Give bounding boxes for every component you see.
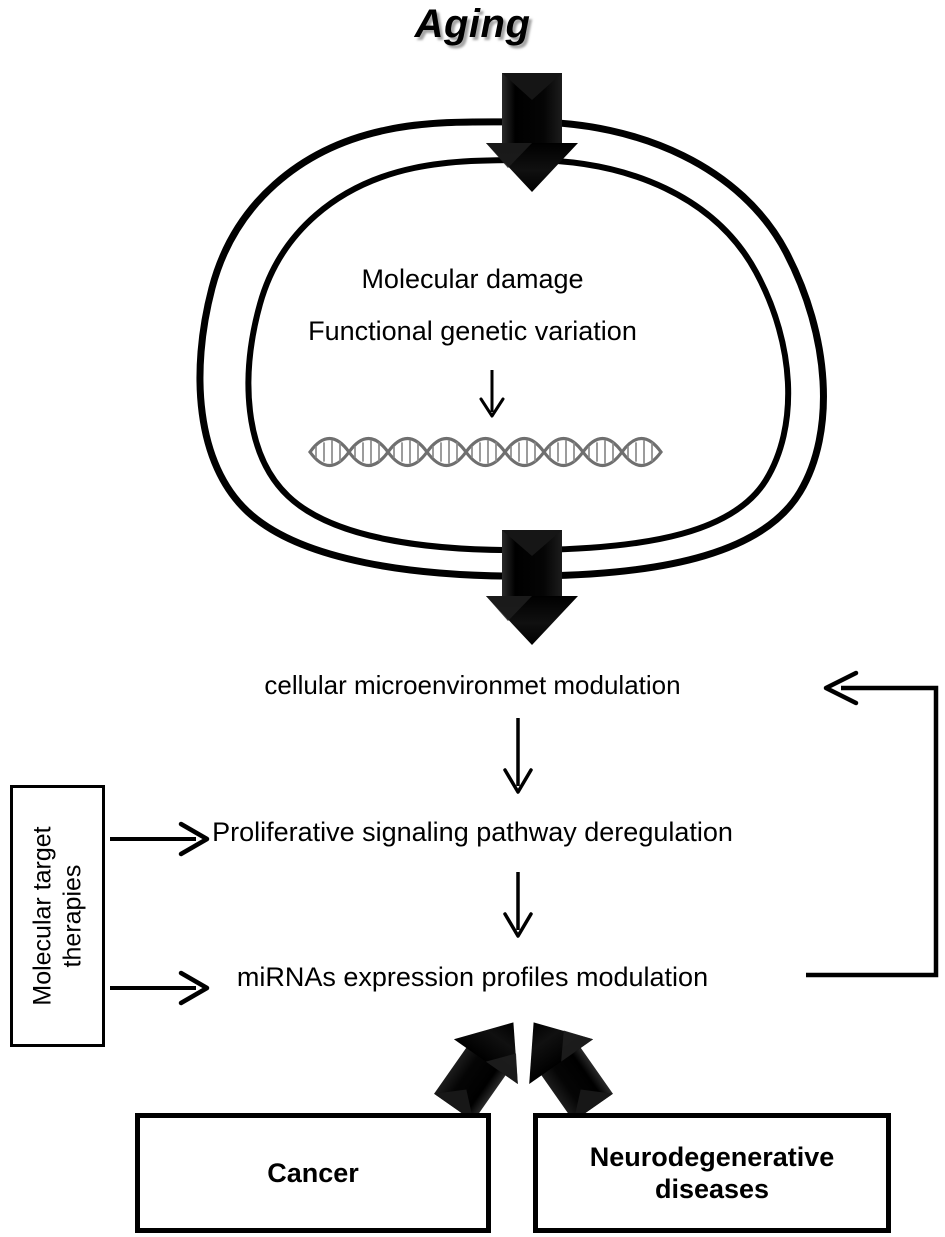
- cell-label-molecular-damage: Molecular damage: [361, 264, 584, 294]
- block-arrow-mirna-to-neurodegenerative: [529, 1022, 613, 1122]
- page-title: Aging: [414, 2, 531, 46]
- block-arrow-mirna-to-cancer: [434, 1022, 518, 1122]
- dna-double-helix-icon: [308, 436, 663, 468]
- flow-step-proliferative-signaling: Proliferative signaling pathway deregula…: [212, 817, 733, 847]
- outcome-label-cancer: Cancer: [267, 1157, 359, 1188]
- thin-arrow-micro-to-proliferative: [503, 718, 533, 794]
- molecular-target-therapies-box: Molecular target therapies: [10, 785, 105, 1047]
- thin-arrow-therapy-to-mirna: [110, 970, 210, 1006]
- thin-arrow-therapy-to-proliferative: [110, 821, 210, 857]
- outcome-label-neurodegenerative-diseases: Neurodegenerative diseases: [589, 1141, 835, 1204]
- thin-arrow-to-dna: [479, 370, 505, 418]
- cell-membrane-outer: [196, 118, 827, 580]
- block-arrow-aging-into-cell: [486, 73, 578, 192]
- outcome-box-neurodegenerative-diseases: Neurodegenerative diseases: [533, 1113, 891, 1233]
- feedback-loop-arrow: [806, 670, 939, 978]
- outcome-box-cancer: Cancer: [135, 1113, 491, 1233]
- thin-arrow-proliferative-to-mirna: [503, 872, 533, 938]
- cell-membrane-inner: [245, 157, 792, 554]
- flow-step-mirna-expression: miRNAs expression profiles modulation: [236, 962, 709, 992]
- cell-label-functional-genetic-variation: Functional genetic variation: [308, 316, 637, 346]
- flow-step-microenvironment-modulation: cellular microenvironmet modulation: [264, 670, 681, 700]
- molecular-target-therapies-label: Molecular target therapies: [28, 826, 86, 1006]
- block-arrow-cell-to-flow: [486, 530, 578, 645]
